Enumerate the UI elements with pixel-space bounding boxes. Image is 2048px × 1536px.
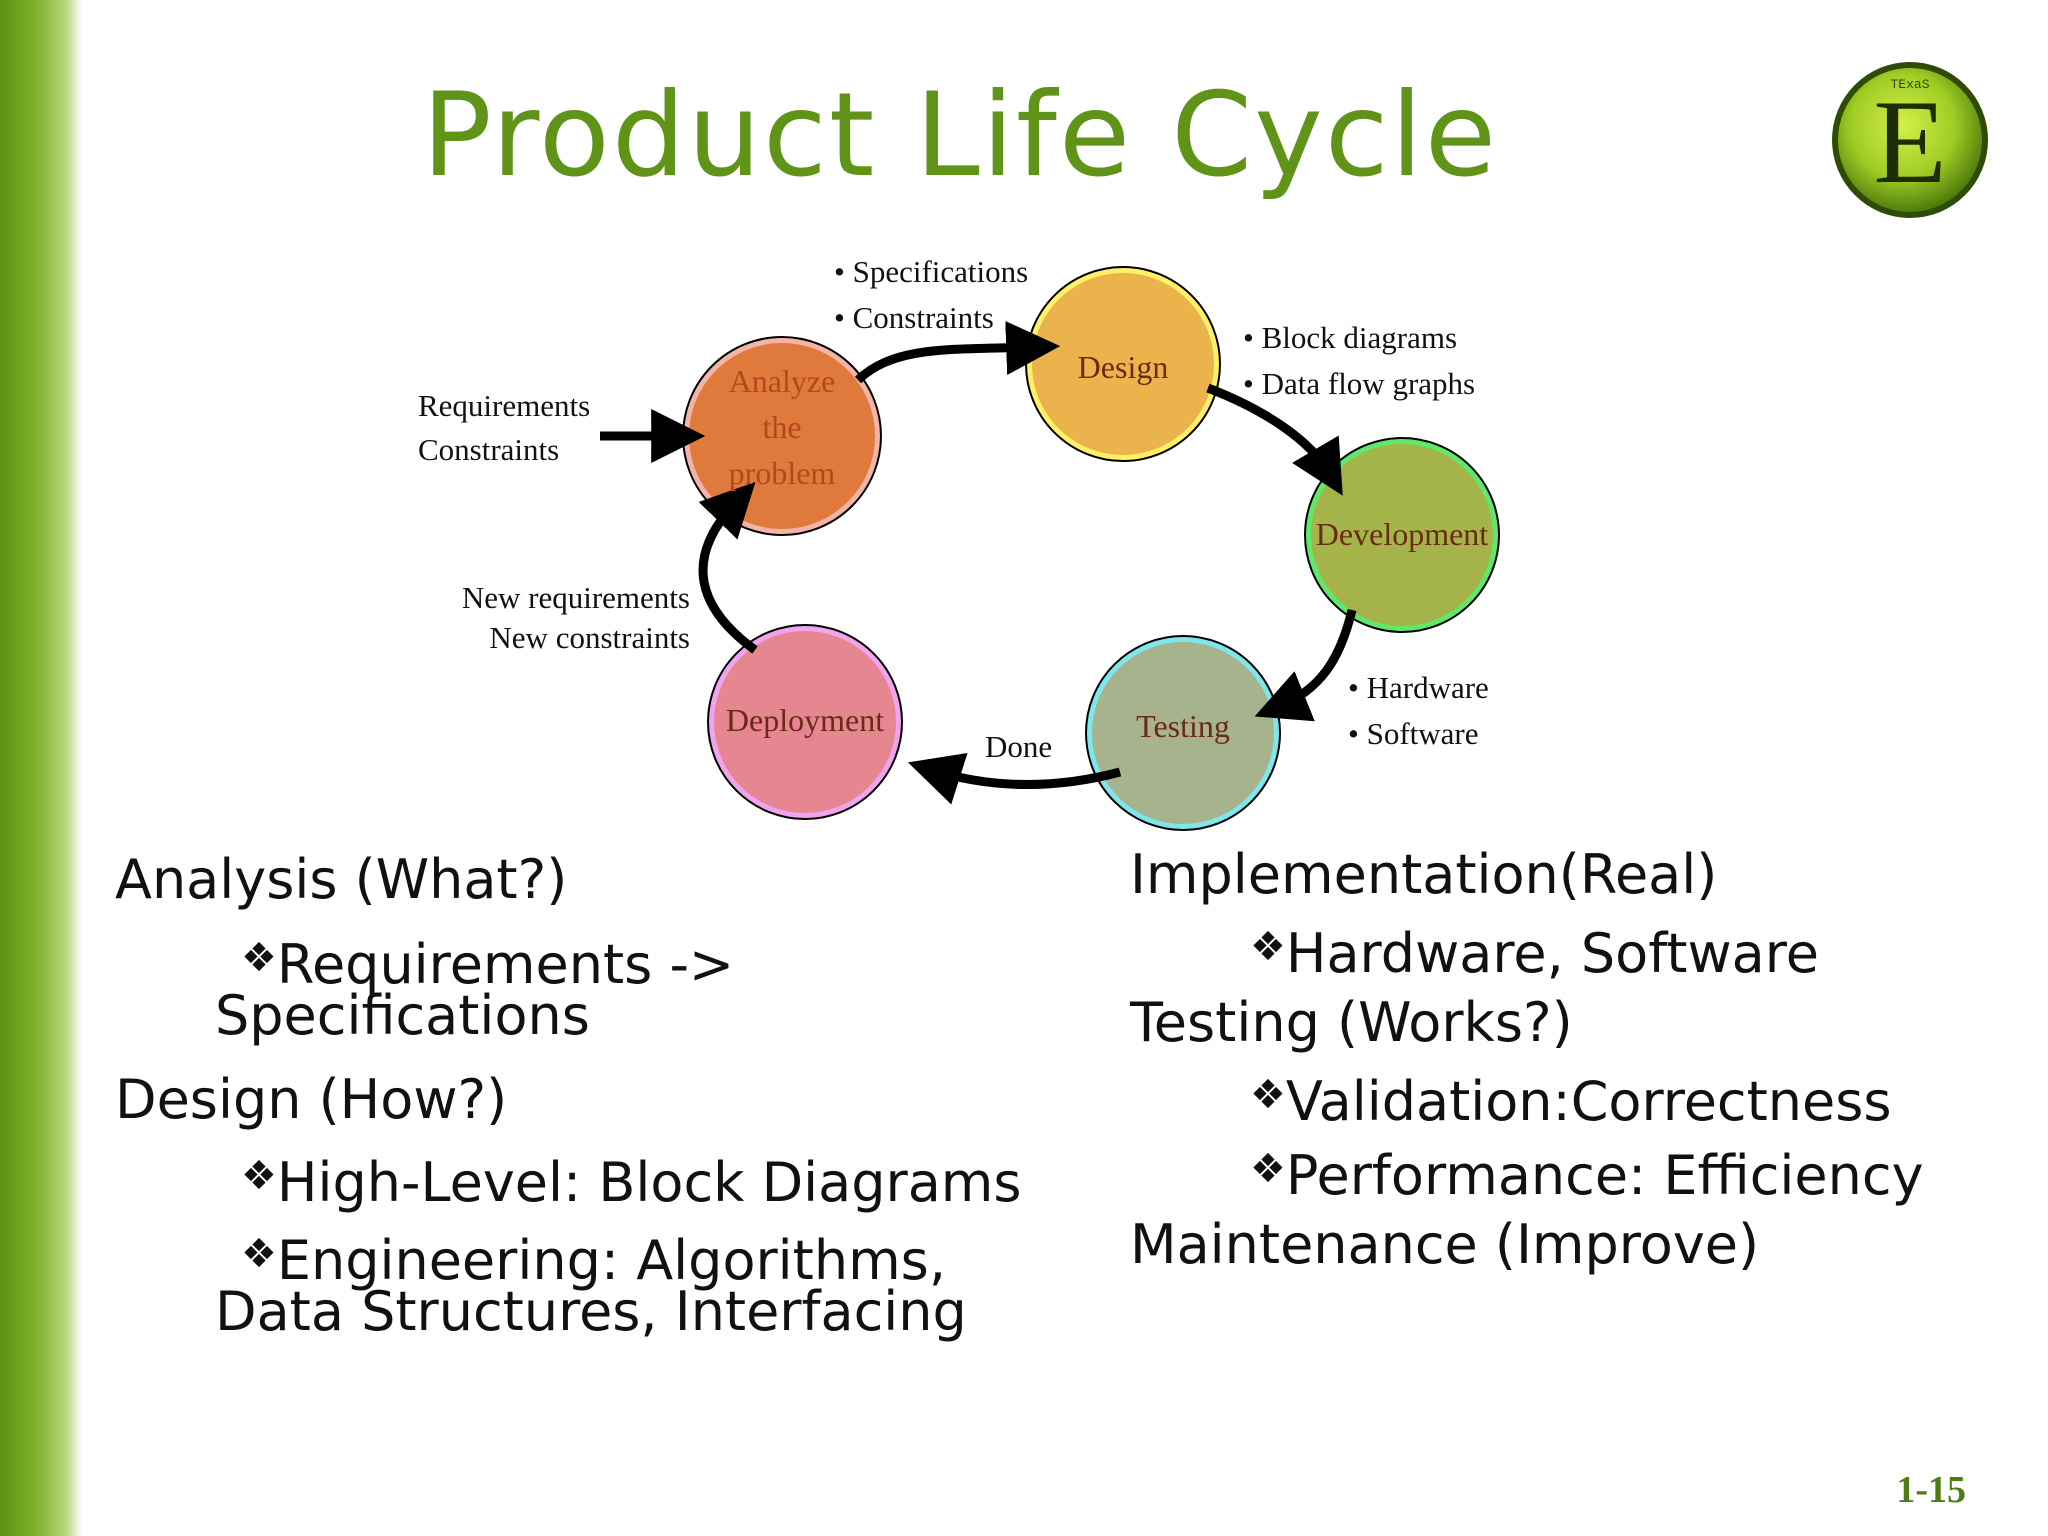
node-deployment bbox=[707, 624, 903, 820]
input-label-constraints: Constraints bbox=[418, 432, 559, 467]
arrow-analyze-design bbox=[854, 321, 1061, 384]
logo-letter: E bbox=[1873, 75, 1946, 208]
arrow-design-development bbox=[1206, 383, 1343, 496]
analyze-label-1: Analyze bbox=[729, 363, 836, 399]
bullet-glyph: ❖ bbox=[241, 1153, 277, 1199]
arrow-testing-deployment bbox=[907, 752, 1122, 805]
analyze-label-2: the bbox=[762, 409, 801, 445]
right-bullet-hardware-software: ❖Hardware, Software bbox=[1250, 922, 1819, 985]
bullet-glyph: ❖ bbox=[1250, 1146, 1286, 1192]
left-bullet-high-level: ❖High-Level: Block Diagrams bbox=[241, 1151, 1022, 1214]
bullet-glyph: ❖ bbox=[241, 935, 277, 981]
left-heading-analysis: Analysis (What?) bbox=[115, 848, 568, 911]
right-heading-maintenance: Maintenance (Improve) bbox=[1130, 1213, 1760, 1276]
design-label: Design bbox=[1078, 349, 1169, 385]
bullet-glyph: ❖ bbox=[241, 1231, 277, 1277]
green-sidebar bbox=[0, 0, 82, 1536]
analyze-label-3: problem bbox=[729, 455, 836, 491]
design-label-data-flow: • Data flow graphs bbox=[1243, 366, 1475, 401]
left-bullet-requirements: ❖Requirements -> bbox=[241, 933, 735, 996]
input-label-requirements: Requirements bbox=[418, 388, 590, 423]
spec-label-constraints: • Constraints bbox=[834, 300, 994, 335]
left-heading-design: Design (How?) bbox=[115, 1068, 508, 1131]
logo-top-text: TExaS bbox=[1890, 77, 1929, 92]
spec-label-specifications: • Specifications bbox=[834, 254, 1028, 289]
new-constraints-label: New constraints bbox=[489, 620, 690, 655]
texas-logo: TExaS E bbox=[1832, 62, 1988, 218]
left-text-column: Analysis (What?) ❖Requirements -> Specif… bbox=[115, 850, 1075, 1350]
arrow-deployment-analyze bbox=[698, 481, 758, 654]
right-heading-implementation: Implementation(Real) bbox=[1130, 843, 1718, 906]
right-bullet-validation: ❖Validation:Correctness bbox=[1250, 1070, 1892, 1133]
right-heading-testing: Testing (Works?) bbox=[1130, 991, 1573, 1054]
deployment-label: Deployment bbox=[726, 702, 884, 738]
left-continuation-specifications: Specifications bbox=[215, 984, 590, 1047]
done-label: Done bbox=[985, 729, 1052, 764]
bullet-glyph: ❖ bbox=[1250, 1072, 1286, 1118]
node-development bbox=[1304, 437, 1500, 633]
slide-title: Product Life Cycle bbox=[421, 68, 1499, 203]
dev-label-software: • Software bbox=[1348, 716, 1479, 751]
page-number: 1-15 bbox=[1896, 1469, 1966, 1511]
node-testing bbox=[1085, 635, 1281, 831]
arrow-development-testing bbox=[1254, 608, 1357, 722]
left-continuation-data-structures: Data Structures, Interfacing bbox=[215, 1280, 967, 1343]
development-label: Development bbox=[1316, 516, 1489, 552]
right-text-column: Implementation(Real) ❖Hardware, Software… bbox=[1130, 845, 1980, 1285]
new-requirements-label: New requirements bbox=[462, 580, 690, 615]
left-bullet-engineering: ❖Engineering: Algorithms, bbox=[241, 1229, 946, 1292]
dev-label-hardware: • Hardware bbox=[1348, 670, 1489, 705]
bullet-glyph: ❖ bbox=[1250, 924, 1286, 970]
design-label-block-diagrams: • Block diagrams bbox=[1243, 320, 1457, 355]
right-bullet-performance: ❖Performance: Efficiency bbox=[1250, 1144, 1924, 1207]
testing-label: Testing bbox=[1136, 708, 1230, 744]
